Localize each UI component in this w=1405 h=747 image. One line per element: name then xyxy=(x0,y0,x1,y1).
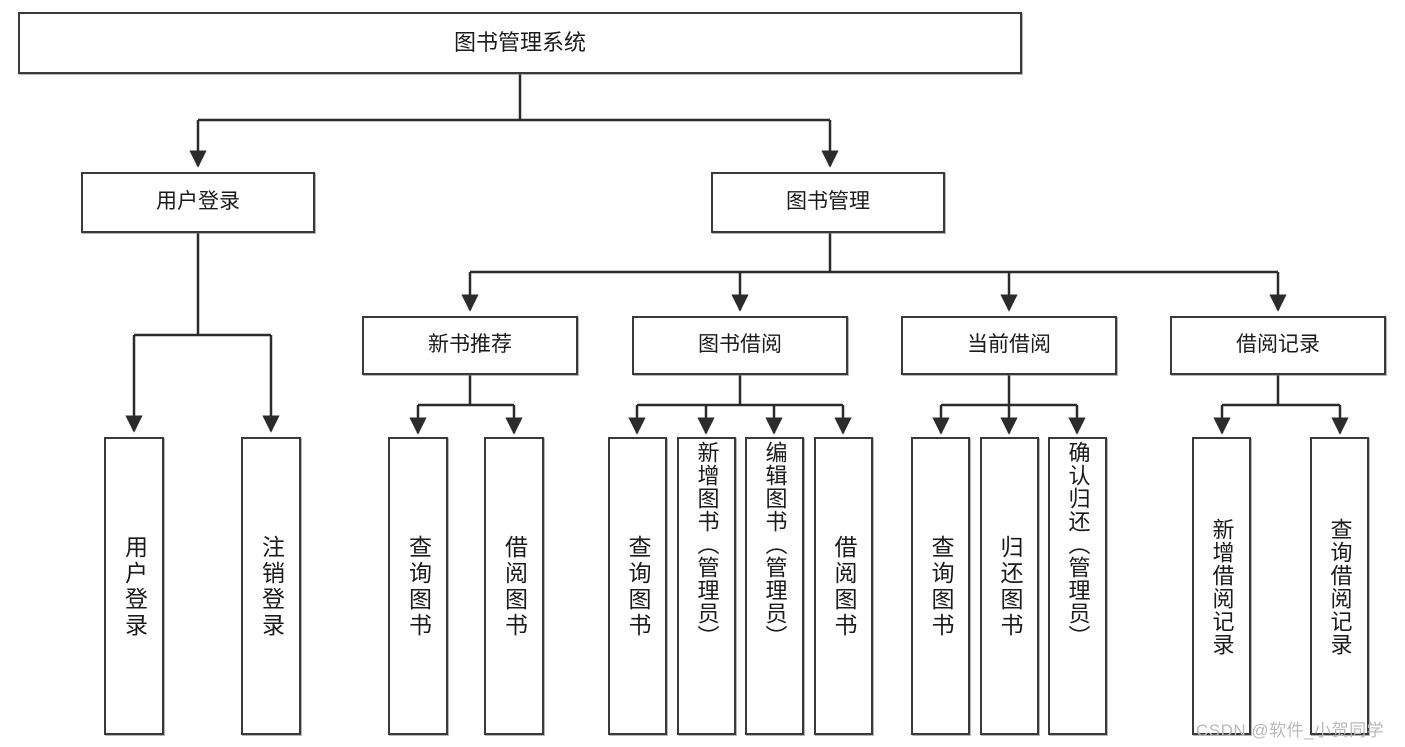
node-leaf-logout-login[interactable]: 注销登录 xyxy=(241,437,301,735)
node-label: 图书管理 xyxy=(786,190,870,214)
node-label: 查询借阅记录 xyxy=(1327,518,1353,656)
node-leaf-add-record[interactable]: 新增借阅记录 xyxy=(1192,437,1251,735)
node-label: 用户登录 xyxy=(156,190,240,214)
node-label: 借阅记录 xyxy=(1236,333,1320,357)
node-new-book-recommend[interactable]: 新书推荐 xyxy=(362,316,578,375)
node-label: 新增借阅记录 xyxy=(1209,518,1235,656)
node-borrow-record[interactable]: 借阅记录 xyxy=(1170,316,1386,375)
node-user-login[interactable]: 用户登录 xyxy=(81,172,315,233)
node-leaf-borrow-book-1[interactable]: 借阅图书 xyxy=(484,437,544,735)
node-label: 借阅图书 xyxy=(831,535,857,639)
node-leaf-user-login[interactable]: 用户登录 xyxy=(104,437,164,735)
node-leaf-add-book[interactable]: 新增图书（管理员） xyxy=(677,437,736,735)
node-label: 查询图书 xyxy=(405,535,432,639)
node-label: 编辑图书（管理员） xyxy=(762,441,788,648)
node-label: 新增图书（管理员） xyxy=(694,441,720,648)
node-leaf-query-book-3[interactable]: 查询图书 xyxy=(911,437,970,735)
node-leaf-confirm-return[interactable]: 确认归还（管理员） xyxy=(1048,437,1107,735)
node-leaf-query-book-2[interactable]: 查询图书 xyxy=(608,437,667,735)
node-root-book-management-system[interactable]: 图书管理系统 xyxy=(18,12,1022,74)
node-leaf-return-book[interactable]: 归还图书 xyxy=(980,437,1039,735)
node-label: 当前借阅 xyxy=(967,333,1051,357)
node-leaf-query-book-1[interactable]: 查询图书 xyxy=(388,437,448,735)
node-label: 查询图书 xyxy=(928,535,954,639)
node-label: 图书管理系统 xyxy=(453,30,586,56)
node-current-borrow[interactable]: 当前借阅 xyxy=(901,316,1117,375)
node-leaf-edit-book[interactable]: 编辑图书（管理员） xyxy=(745,437,804,735)
node-label: 用户登录 xyxy=(121,535,148,639)
node-label: 注销登录 xyxy=(258,535,285,639)
node-label: 新书推荐 xyxy=(428,333,512,357)
node-leaf-borrow-book-2[interactable]: 借阅图书 xyxy=(814,437,873,735)
watermark-text: CSDN @软件_小贺同学 xyxy=(1196,721,1385,740)
node-book-manage[interactable]: 图书管理 xyxy=(711,172,945,233)
node-label: 归还图书 xyxy=(997,535,1023,639)
node-leaf-query-record[interactable]: 查询借阅记录 xyxy=(1310,437,1369,735)
node-label: 查询图书 xyxy=(625,535,651,639)
node-label: 确认归还（管理员） xyxy=(1065,441,1091,648)
node-label: 借阅图书 xyxy=(501,535,528,639)
node-book-borrow[interactable]: 图书借阅 xyxy=(632,316,848,375)
node-label: 图书借阅 xyxy=(698,333,782,357)
